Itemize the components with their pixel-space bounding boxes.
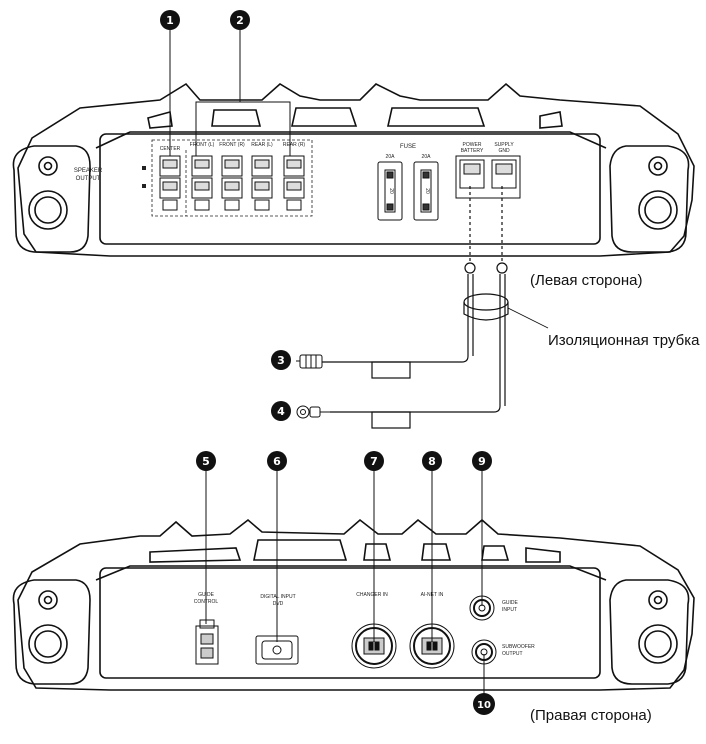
svg-text:6: 6: [273, 455, 281, 468]
callout-8: 8: [422, 451, 442, 471]
power-label: POWER: [463, 142, 482, 148]
callout-4: 4: [271, 401, 291, 421]
battery-label: BATTERY: [461, 148, 484, 154]
subwoofer-output-label-2: OUTPUT: [502, 651, 523, 657]
digital-input-label: DIGITAL INPUT: [260, 594, 295, 600]
callout-2: 2: [230, 10, 250, 30]
callout-7: 7: [364, 451, 384, 471]
gnd-label: GND: [498, 148, 510, 154]
subwoofer-output-label: SUBWOOFER: [502, 644, 535, 650]
callout-5: 5: [196, 451, 216, 471]
insulation-tube-label: Изоляционная трубка: [548, 332, 700, 349]
channel-front-r-label: FRONT (R): [219, 142, 245, 148]
callout-9: 9: [472, 451, 492, 471]
speaker-terminals: [159, 155, 305, 211]
svg-text:3: 3: [277, 354, 285, 367]
svg-text:1: 1: [166, 14, 174, 27]
svg-text:5: 5: [202, 455, 210, 468]
plus-marker: [142, 166, 146, 170]
callout-1: 1: [160, 10, 180, 30]
ground-ring-terminal-icon: [296, 405, 330, 419]
channel-rear-r-label: REAR (R): [283, 142, 306, 148]
callout-3: 3: [271, 350, 291, 370]
right-side-label: (Правая сторона): [530, 707, 652, 724]
fuse-1-value: 20: [388, 188, 394, 194]
callout-10: 10: [473, 693, 495, 715]
digital-input-label-2: DVD: [273, 601, 284, 607]
minus-marker: [142, 184, 146, 188]
guide-input-label-2: INPUT: [502, 607, 517, 613]
power-wires: [322, 186, 549, 429]
rca-jacks: [469, 595, 497, 665]
fuse-2-value: 20: [424, 188, 430, 194]
fuse-2-rating: 20A: [422, 154, 432, 160]
supply-label: SUPPLY: [494, 142, 514, 148]
guide-input-label: GUIDE: [502, 600, 519, 606]
channel-front-l-label: FRONT (L): [190, 142, 215, 148]
speaker-terminal-group: [151, 139, 313, 217]
changer-in-label: CHANGER IN: [356, 592, 388, 598]
bottom-amplifier-panel: [12, 518, 695, 691]
callout-6: 6: [267, 451, 287, 471]
left-side-label: (Левая сторона): [530, 272, 643, 289]
speaker-output-label-2: OUTPUT: [76, 176, 101, 182]
svg-text:10: 10: [477, 700, 491, 711]
svg-text:2: 2: [236, 14, 244, 27]
power-terminals: [455, 155, 521, 199]
top-amplifier-panel: [12, 82, 695, 257]
callout-leaders: [169, 30, 485, 694]
guide-control-connector: [195, 619, 219, 665]
svg-text:8: 8: [428, 455, 436, 468]
speaker-output-label: SPEAKER: [74, 168, 103, 174]
fuse-holders: [377, 161, 439, 221]
svg-text:9: 9: [478, 455, 486, 468]
fuse-1-rating: 20A: [386, 154, 396, 160]
power-connector-icon: [296, 354, 323, 369]
svg-text:7: 7: [370, 455, 378, 468]
channel-rear-l-label: REAR (L): [251, 142, 273, 148]
svg-text:4: 4: [277, 405, 285, 418]
fuse-title: FUSE: [400, 144, 416, 150]
